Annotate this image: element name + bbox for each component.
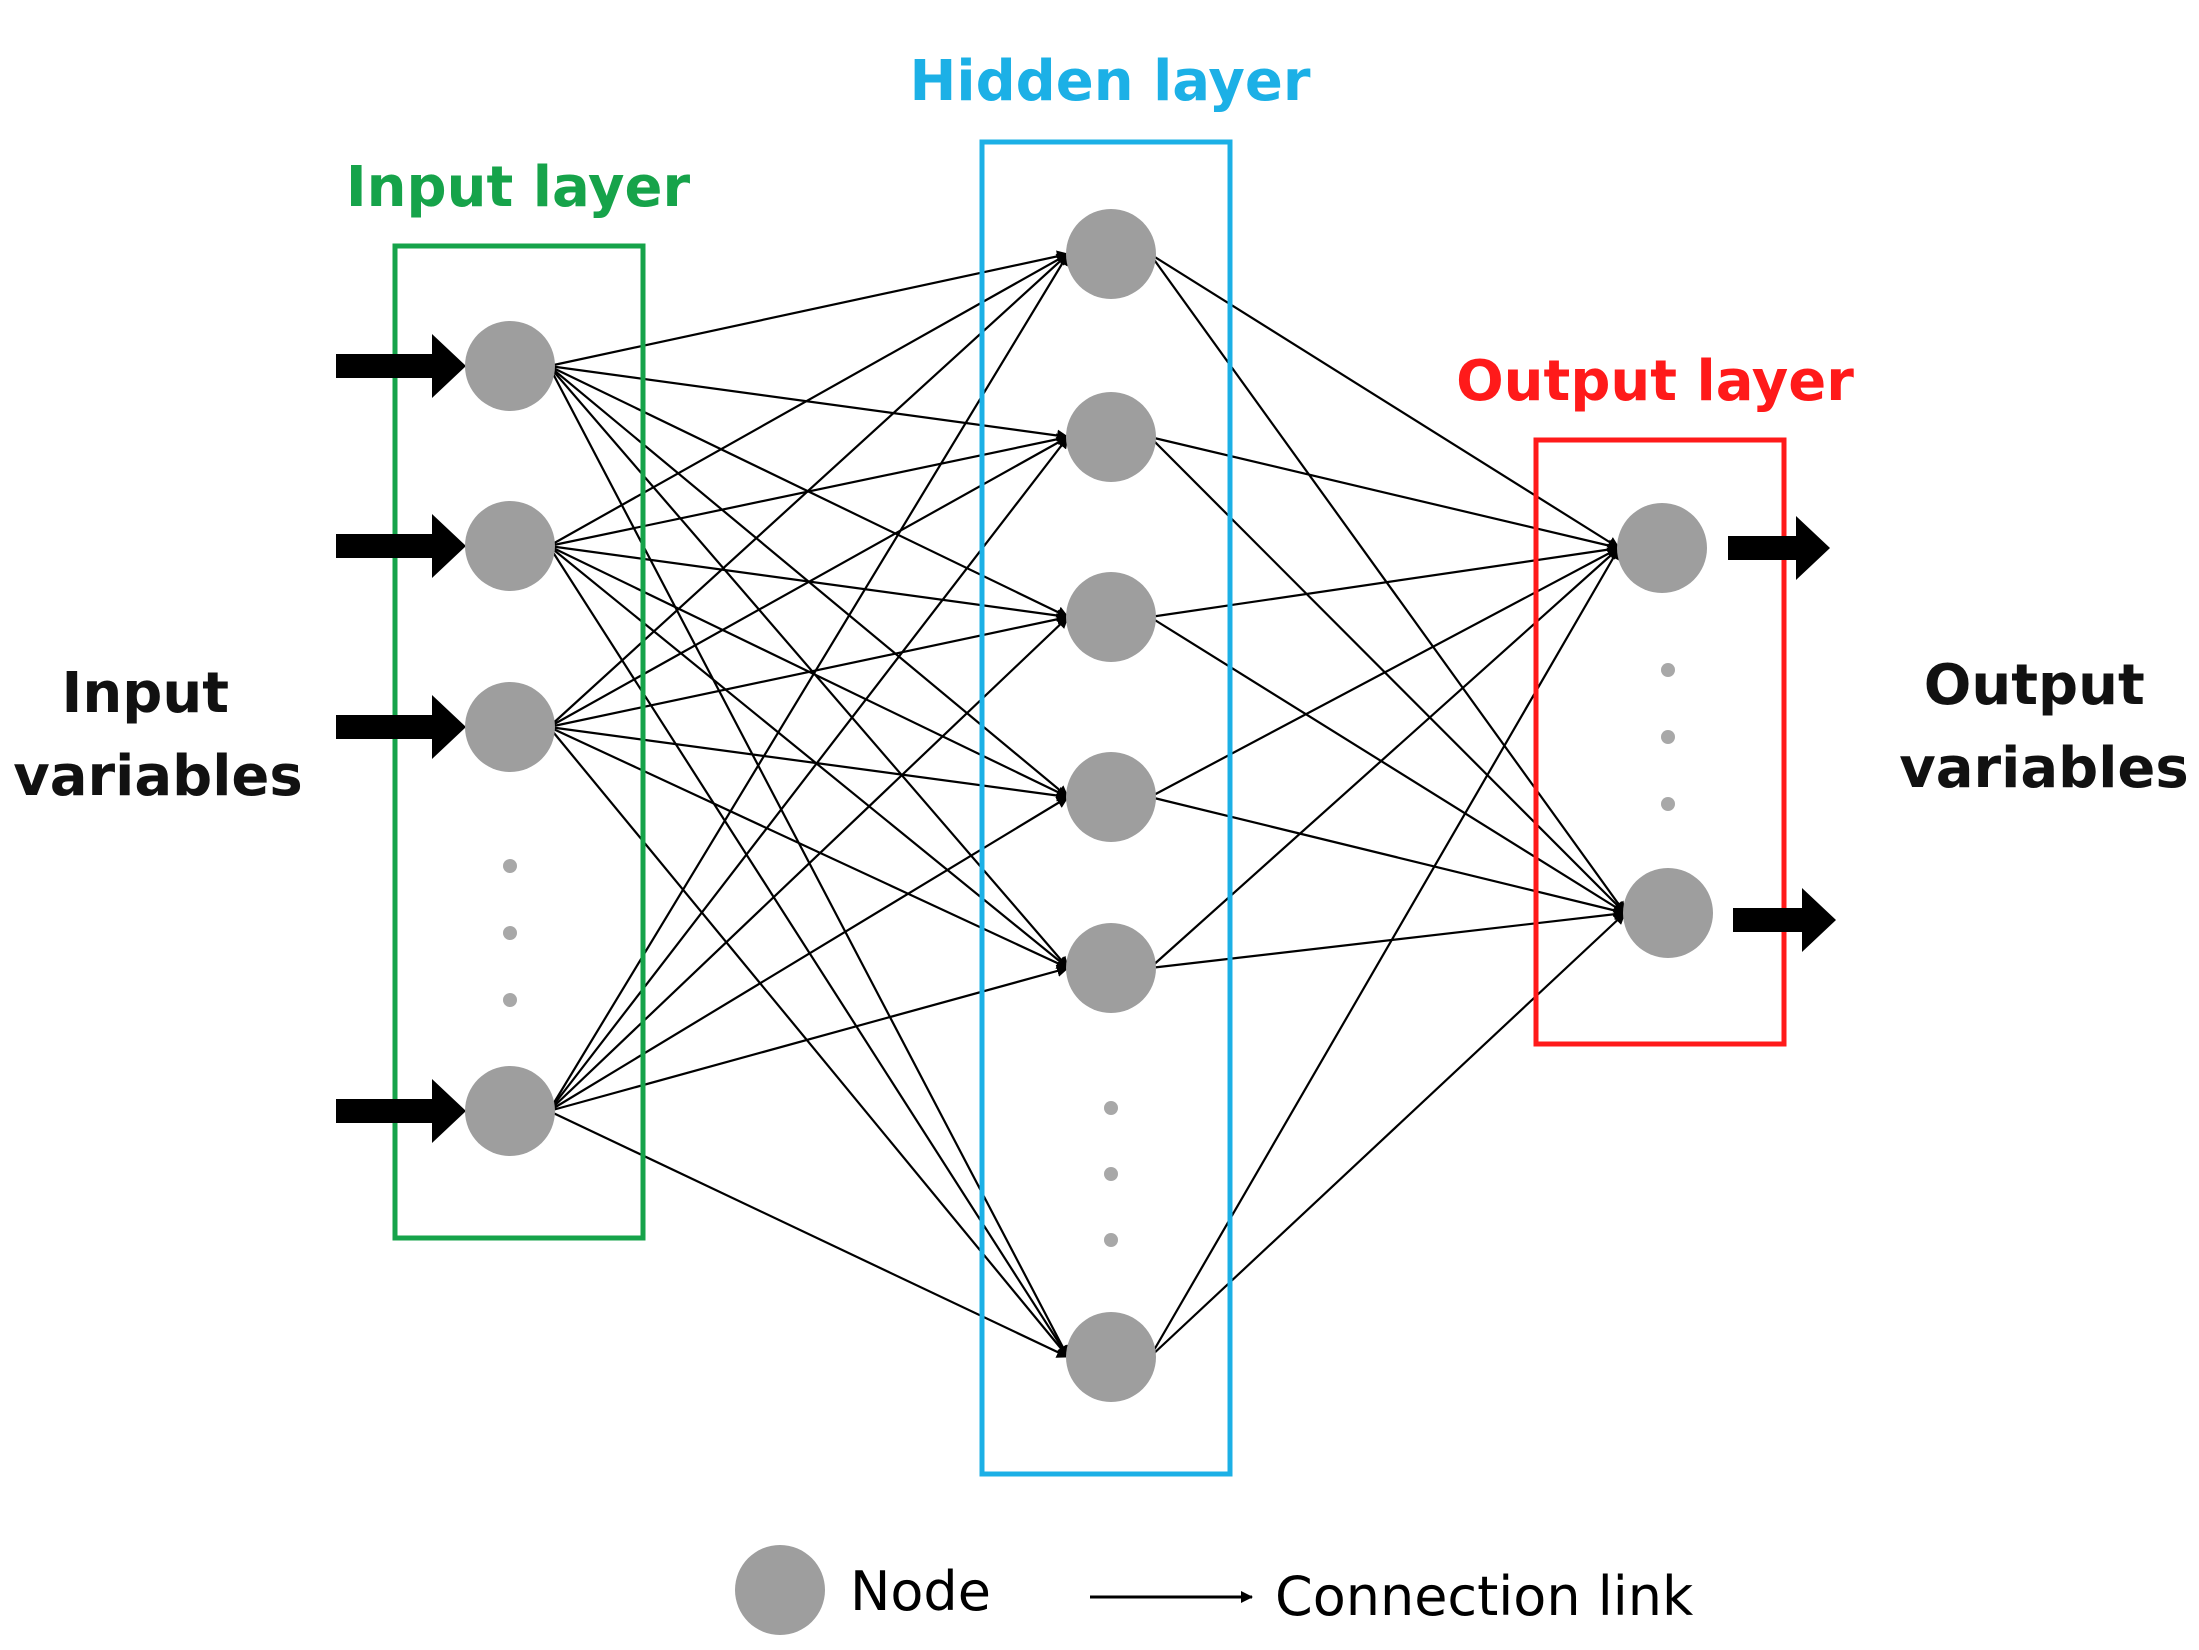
link-input-1-hidden-1	[548, 250, 1069, 368]
output-arrow-1-shaft	[1728, 536, 1800, 560]
output-variables-line-1: Output	[1924, 653, 2145, 718]
legend: Node Connection link	[735, 1545, 1694, 1635]
hidden-node-2	[1066, 392, 1156, 482]
input-arrow-2-head	[432, 514, 466, 578]
input-arrow-4-shaft	[336, 1099, 436, 1123]
link-hidden-5-output-2	[1149, 908, 1626, 970]
nodes	[465, 209, 1713, 1402]
hidden-layer-box	[979, 139, 1233, 1477]
input-node-3	[465, 682, 555, 772]
hidden-node-4	[1066, 752, 1156, 842]
hidden-node-3	[1066, 572, 1156, 662]
output-arrow-1	[1728, 516, 1830, 580]
input-arrows	[336, 334, 466, 1143]
link-input-3-hidden-5	[548, 726, 1069, 969]
link-input-2-hidden-1	[548, 253, 1069, 547]
output-ellipsis-dot-1	[1661, 663, 1675, 677]
output-layer-title: Output layer	[1456, 349, 1854, 414]
ellipsis-dots	[503, 663, 1675, 1247]
input-variables-line-2: variables	[13, 744, 303, 809]
link-input-1-hidden-6	[548, 365, 1069, 1358]
link-hidden-3-output-1	[1149, 543, 1620, 619]
input-ellipsis-dot-1	[503, 859, 517, 873]
input-variables-line-1: Input	[62, 661, 229, 726]
output-variables-label: Output variables	[1899, 653, 2189, 801]
link-input-4-hidden-2	[548, 436, 1069, 1112]
link-input-3-hidden-6	[548, 726, 1069, 1358]
input-arrow-1-head	[432, 334, 466, 398]
input-node-2	[465, 501, 555, 591]
input-arrow-4	[336, 1079, 466, 1143]
output-ellipsis-dot-2	[1661, 730, 1675, 744]
hidden-node-1	[1066, 209, 1156, 299]
hidden-node-6	[1066, 1312, 1156, 1402]
output-node-1	[1617, 503, 1707, 593]
hidden-layer-title: Hidden layer	[910, 49, 1311, 114]
link-input-1-hidden-2	[548, 364, 1069, 442]
legend-node-icon	[735, 1545, 825, 1635]
link-hidden-6-output-1	[1149, 547, 1620, 1358]
hidden-ellipsis-dot-2	[1104, 1167, 1118, 1181]
hidden-ellipsis-dot-3	[1104, 1233, 1118, 1247]
output-arrow-1-head	[1796, 516, 1830, 580]
output-layer-box	[1533, 437, 1787, 1047]
link-hidden-2-output-1	[1149, 435, 1620, 552]
link-hidden-4-output-1	[1149, 547, 1620, 798]
input-ellipsis-dot-3	[503, 993, 517, 1007]
hidden-node-5	[1066, 923, 1156, 1013]
legend-node-label: Node	[850, 1560, 991, 1623]
input-ellipsis-dot-2	[503, 926, 517, 940]
input-node-4	[465, 1066, 555, 1156]
input-arrow-2-shaft	[336, 534, 436, 558]
link-input-4-hidden-5	[548, 965, 1069, 1113]
input-arrow-3-head	[432, 695, 466, 759]
link-input-4-hidden-4	[548, 796, 1069, 1112]
input-arrow-3-shaft	[336, 715, 436, 739]
input-node-1	[465, 321, 555, 411]
input-layer-title: Input layer	[346, 155, 691, 220]
input-layer-box	[392, 243, 646, 1241]
input-arrow-2	[336, 514, 466, 578]
link-input-3-hidden-3	[548, 613, 1069, 729]
output-arrow-2-shaft	[1733, 908, 1806, 932]
link-input-2-hidden-5	[548, 545, 1069, 969]
output-variables-line-2: variables	[1899, 736, 2189, 801]
input-variables-label: Input variables	[13, 661, 303, 809]
input-arrow-3	[336, 695, 466, 759]
link-input-4-hidden-3	[548, 616, 1069, 1112]
legend-link-label: Connection link	[1275, 1565, 1694, 1628]
output-ellipsis-dot-3	[1661, 797, 1675, 811]
input-arrow-1-shaft	[336, 354, 436, 378]
output-arrow-2-head	[1802, 888, 1836, 952]
link-hidden-6-output-2	[1149, 912, 1626, 1358]
input-arrow-1	[336, 334, 466, 398]
input-arrow-4-head	[432, 1079, 466, 1143]
hidden-ellipsis-dot-1	[1104, 1101, 1118, 1115]
output-arrow-2	[1733, 888, 1836, 952]
output-arrows	[1728, 516, 1836, 952]
link-hidden-5-output-1	[1149, 547, 1620, 969]
link-hidden-2-output-2	[1149, 436, 1626, 914]
link-input-3-hidden-1	[548, 253, 1069, 728]
output-node-2	[1623, 868, 1713, 958]
